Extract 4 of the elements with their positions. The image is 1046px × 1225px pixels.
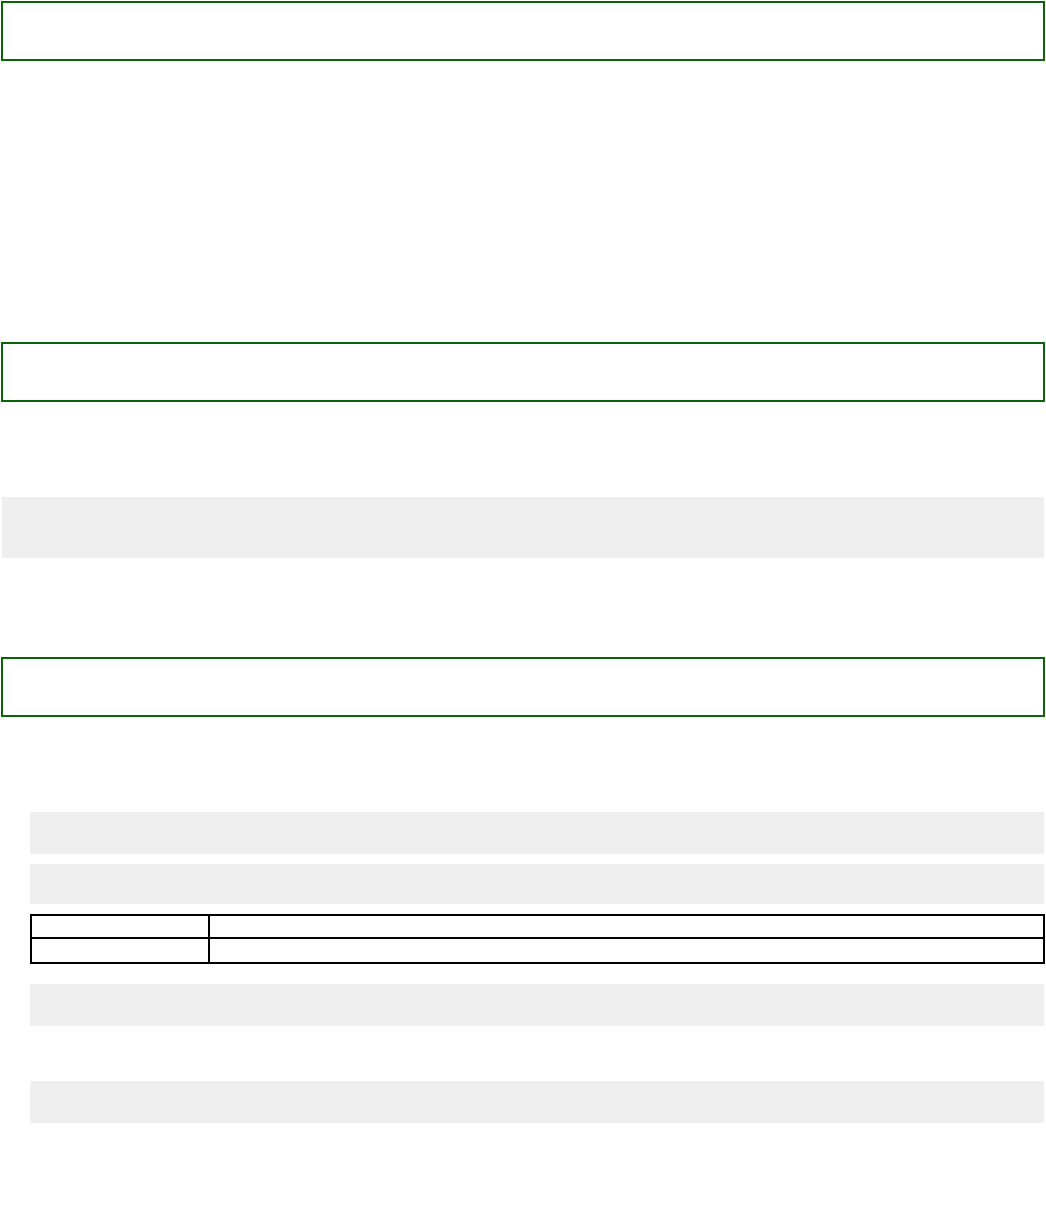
- outlined-panel: [1, 1, 1045, 61]
- outlined-panel: [1, 342, 1045, 402]
- outlined-panel: [1, 657, 1045, 717]
- table-grid: [30, 914, 1045, 964]
